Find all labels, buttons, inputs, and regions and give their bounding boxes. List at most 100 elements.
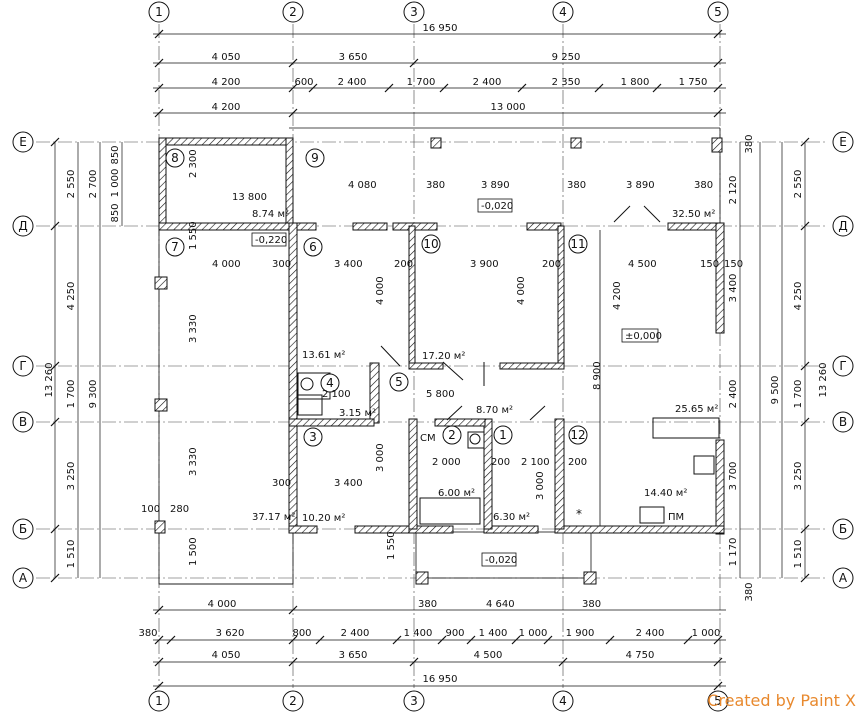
watermark: Created by Paint X (707, 691, 856, 710)
inner-dim-2100b: 2 100 (521, 457, 550, 468)
dim-right-1-2: 3 400 (728, 274, 739, 303)
inner-dim-v-3000a: 3 000 (375, 443, 386, 472)
inner-dim-v-1500: 1 550 (188, 221, 199, 250)
axis-label-4-bottom: 4 (559, 694, 567, 708)
room-1-number: 1 (499, 428, 507, 442)
dim-right-outer: 13 260 (818, 363, 829, 398)
axis-label-2-bottom: 2 (289, 694, 297, 708)
dimension-texts-vertical: 13 260 2 550 4 250 1 700 3 250 1 510 2 7… (44, 134, 829, 601)
inner-dim-150b: 150 (724, 259, 743, 270)
inner-dim-4000: 4 000 (212, 259, 241, 270)
dim-right-1-3: 2 400 (728, 380, 739, 409)
axis-label-5-top: 5 (714, 5, 722, 19)
inner-dim-13800: 13 800 (232, 192, 267, 203)
dim-right-small-1: 380 (744, 134, 755, 153)
dim-bot-2-7: 1 400 (479, 628, 508, 639)
dim-bot-2-10: 2 400 (636, 628, 665, 639)
dim-bot-2-9: 1 900 (566, 628, 595, 639)
inner-dim-150a: 150 (700, 259, 719, 270)
room-7-area: 37.17 м² (252, 512, 295, 523)
room-5-area: 17.20 м² (422, 351, 465, 362)
dimension-texts: 16 950 4 050 3 650 9 250 4 200 600 2 400… (138, 23, 720, 685)
dim-bot-2-6: 900 (445, 628, 464, 639)
inner-dim-380d: 380 (418, 599, 437, 610)
axis-label-B-left: Б (19, 522, 27, 536)
inner-dim-5800: 5 800 (426, 389, 455, 400)
room-4-number: 4 (326, 376, 334, 390)
dim-top-1-1: 4 050 (212, 52, 241, 63)
dim-right-1-5: 1 170 (728, 538, 739, 567)
dim-bot-total: 16 950 (423, 674, 458, 685)
dim-top-2-3: 2 400 (338, 77, 367, 88)
axis-label-5-bottom: 5 (714, 694, 722, 708)
room-9-number: 9 (311, 151, 319, 165)
axis-label-A-right: А (839, 571, 848, 585)
inner-dim-380e: 380 (582, 599, 601, 610)
dim-top-3-1: 4 200 (212, 102, 241, 113)
inner-dim-380c: 380 (694, 180, 713, 191)
dim-left-1-2: 4 250 (66, 282, 77, 311)
dim-left-outer: 13 260 (44, 363, 55, 398)
dim-top-2-7: 1 800 (621, 77, 650, 88)
axis-label-3-top: 3 (410, 5, 418, 19)
axis-label-G-left: Г (19, 359, 26, 373)
dim-left-3-2: 1 000 (110, 169, 121, 198)
inner-dim-200c: 200 (491, 457, 510, 468)
inner-dim-300: 300 (272, 259, 291, 270)
inner-dim-380b: 380 (567, 180, 586, 191)
dim-right-3-1: 2 550 (793, 170, 804, 199)
dim-left-2-2: 9 300 (88, 380, 99, 409)
room-11-number: 11 (570, 237, 585, 251)
axis-label-1-top: 1 (155, 5, 163, 19)
axis-label-V-right: В (839, 415, 847, 429)
room-8-number: 8 (171, 151, 179, 165)
room-3-area: 10.20 м² (302, 513, 345, 524)
axis-label-3-bottom: 3 (410, 694, 418, 708)
axis-label-E-right: Е (839, 135, 847, 149)
dim-bot-3-2: 3 650 (339, 650, 368, 661)
dim-right-3-3: 1 700 (793, 380, 804, 409)
room-11-area: 32.50 м² (672, 209, 715, 220)
dim-left-1-3: 1 700 (66, 380, 77, 409)
axis-labels: 1 2 3 4 5 1 2 3 4 5 Е Д Г В Б А Е Д Г В … (18, 5, 848, 708)
dim-bot-2-2: 3 620 (216, 628, 245, 639)
dim-top-2-1: 4 200 (212, 77, 241, 88)
room-12-number: 12 (570, 428, 585, 442)
room-12-area: 14.40 м² (644, 488, 687, 499)
dim-top-2-6: 2 350 (552, 77, 581, 88)
dimension-lines-top (54, 33, 806, 687)
level-marks: -0,020 -0,220 ±0,000 -0,020 (251, 198, 662, 567)
inner-dim-v-3330b: 3 330 (188, 447, 199, 476)
axis-label-2-top: 2 (289, 5, 297, 19)
inner-dim-v-3000b: 3 000 (535, 471, 546, 500)
room-areas: 8.70 м² 6.00 м² 10.20 м² 3.15 м² 17.20 м… (252, 209, 718, 524)
room-6-number: 6 (309, 240, 317, 254)
axis-label-V-left: В (19, 415, 27, 429)
dim-right-2-1: 9 500 (770, 376, 781, 405)
dim-top-2-8: 1 750 (679, 77, 708, 88)
axis-bubbles (12, 1, 854, 712)
room-4-area: 3.15 м² (339, 408, 376, 419)
star-mark: * (576, 507, 582, 521)
dim-right-1-4: 3 700 (728, 462, 739, 491)
axis-label-D-left: Д (18, 219, 27, 233)
dim-left-2-1: 2 700 (88, 170, 99, 199)
room-number-bubbles (165, 148, 588, 447)
fixture-labels: СМ ПМ * (420, 433, 684, 523)
inner-dim-4640: 4 640 (486, 599, 515, 610)
dim-bot-3-3: 4 500 (474, 650, 503, 661)
inner-dim-4500: 4 500 (628, 259, 657, 270)
inner-dim-3890a: 3 890 (481, 180, 510, 191)
room-3-number: 3 (309, 430, 317, 444)
axis-label-G-right: Г (839, 359, 846, 373)
dim-bot-3-4: 4 750 (626, 650, 655, 661)
walls (154, 137, 725, 585)
dim-left-3-1: 850 (110, 145, 121, 164)
dim-bot-2-11: 1 000 (692, 628, 721, 639)
inner-dim-v-1550b: 1 550 (386, 531, 397, 560)
inner-dim-3890b: 3 890 (626, 180, 655, 191)
inner-dim-200a: 200 (394, 259, 413, 270)
inner-dim-v-1550: 1 500 (188, 537, 199, 566)
dim-top-2-5: 2 400 (473, 77, 502, 88)
small-area: 6.30 м² (493, 512, 530, 523)
